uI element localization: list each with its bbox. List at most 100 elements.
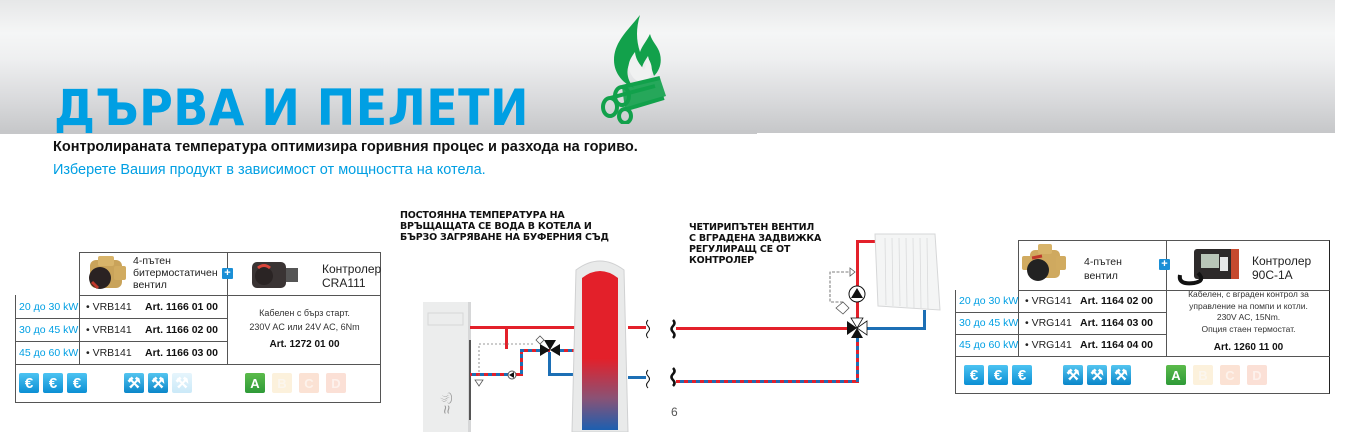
article-number: Art. 1166 03 00 (145, 347, 218, 359)
left-table-frame (15, 295, 381, 403)
page-title: ДЪРВА И ПЕЛЕТИ (54, 79, 529, 137)
description-line: Кабелен, с вграден контрол за (1188, 289, 1309, 299)
caption-line: БЪРЗО ЗАГРЯВАНЕ НА БУФЕРНИЯ СЪД (400, 232, 609, 243)
mixed-pipe (856, 333, 859, 383)
controller-name-line: CRA111 (322, 276, 366, 290)
controller-name-line: 90C-1A (1252, 268, 1293, 282)
power-range: 20 до 30 kW (19, 301, 79, 313)
left-table-row-line (15, 341, 227, 342)
intro-blue-text: Изберете Вашия продукт в зависимост от м… (53, 162, 486, 178)
installation-rating: ⚒ ⚒ ⚒ (124, 373, 192, 393)
energy-class-d: D (1247, 365, 1267, 385)
wrench-icon: ⚒ (1111, 365, 1131, 385)
description-line: Опция стаен термостат. (1201, 323, 1296, 334)
fire-wood-icon (601, 15, 666, 124)
caption-line: РЕГУЛИРАЩ СЕ ОТ (689, 244, 791, 255)
model-code: • VRB141 (86, 347, 132, 359)
right-table-header-box (1018, 240, 1330, 291)
page-number: 6 (671, 405, 678, 419)
left-table-divider-v1 (79, 295, 80, 364)
caption-line: ПОСТОЯННА ТЕМПЕРАТУРА НА (400, 210, 565, 221)
model-code: • VRG141 (1025, 295, 1072, 307)
left-controller-name: Контролер CRA111 (322, 262, 381, 290)
energy-class-b: B (1193, 365, 1213, 385)
control-line (478, 343, 535, 376)
wrench-icon: ⚒ (124, 373, 144, 393)
euro-icon: € (43, 373, 63, 393)
power-range: 45 до 60 kW (959, 339, 1019, 351)
right-table-divider-v2 (1166, 240, 1167, 356)
left-valve-name: 4-пътен битермостатичен вентил (133, 255, 218, 291)
hot-pipe (628, 326, 646, 329)
wrench-icon: ⚒ (148, 373, 168, 393)
energy-class-a: A (1166, 365, 1186, 385)
buffer-tank (571, 260, 629, 432)
banner-shadow (0, 130, 757, 134)
model-code: • VRG141 (1025, 339, 1072, 351)
energy-class-c: C (299, 373, 319, 393)
wrench-icon: ⚒ (1087, 365, 1107, 385)
diagram-caption-left: ПОСТОЯННА ТЕМПЕРАТУРА НА ВРЪЩАЩАТА СЕ ВО… (400, 210, 609, 243)
hot-pipe (856, 240, 859, 320)
left-valve-image (89, 256, 126, 290)
mixed-pipe (520, 349, 550, 352)
boiler: ≈♨ (423, 302, 471, 432)
description-line: 230V AC или 24V AC, 6Nm (249, 322, 360, 332)
control-line (829, 271, 850, 303)
article-number: Art. 1164 04 00 (1080, 339, 1153, 351)
sensor-icon (474, 379, 484, 387)
model-code: • VRB141 (86, 324, 132, 336)
right-table-frame (955, 290, 1330, 394)
cold-pipe (923, 310, 926, 330)
right-controller-image (1177, 249, 1239, 286)
energy-class-b: B (272, 373, 292, 393)
left-table-header-box (79, 252, 381, 296)
mixed-pipe (520, 351, 523, 376)
right-table-row-line (955, 312, 1166, 313)
controller-article-number: Art. 1260 11 00 (1213, 342, 1284, 353)
left-table-row-line (15, 318, 227, 319)
controller-article-number: Art. 1272 01 00 (269, 339, 340, 350)
diagram-caption-right: ЧЕТИРИПЪТЕН ВЕНТИЛ С ВГРАДЕНА ЗАДВИЖКА Р… (689, 222, 821, 266)
caption-line: КОНТРОЛЕР (689, 255, 754, 266)
model-code: • VRB141 (86, 301, 132, 313)
pump-arrow-icon (851, 288, 863, 298)
mixed-pipe (676, 380, 859, 383)
hot-pipe (856, 240, 878, 243)
right-table-row-line (955, 334, 1166, 335)
wrench-icon: ⚒ (172, 373, 192, 393)
power-range: 20 до 30 kW (959, 295, 1019, 307)
euro-icon: € (67, 373, 87, 393)
cold-pipe (866, 327, 926, 330)
energy-class-c: C (1220, 365, 1240, 385)
hot-pipe (676, 327, 848, 330)
power-range: 45 до 60 kW (19, 347, 79, 359)
valve-name-line: битермостатичен (133, 267, 218, 279)
pump-arrow-icon (509, 372, 514, 378)
euro-icon: € (1012, 365, 1032, 385)
left-table-divider-v2 (227, 252, 228, 364)
installation-rating: ⚒ ⚒ ⚒ (1063, 365, 1131, 385)
power-range: 30 до 45 kW (959, 317, 1019, 329)
wrench-icon: ⚒ (1063, 365, 1083, 385)
right-valve-name: 4-пътен вентил (1084, 255, 1122, 283)
svg-text:≈♨: ≈♨ (439, 391, 456, 414)
price-rating: € € € (964, 365, 1032, 385)
description-line: управление на помпи и котли. (1189, 300, 1308, 311)
cold-pipe (628, 376, 646, 379)
energy-class-a: A (245, 373, 265, 393)
caption-line: С ВГРАДЕНА ЗАДВИЖКА (689, 233, 822, 244)
euro-icon: € (19, 373, 39, 393)
description-line: Кабелен с бърз старт. (259, 308, 350, 318)
energy-class-rating: A B C D (1166, 365, 1267, 385)
left-controller-image (252, 262, 298, 288)
intro-bold-text: Контролираната температура оптимизира го… (53, 139, 638, 155)
energy-class-d: D (326, 373, 346, 393)
hot-pipe (470, 326, 576, 329)
power-range: 30 до 45 kW (19, 324, 79, 336)
price-rating: € € € (19, 373, 87, 393)
right-controller-name: Контролер 90C-1A (1252, 254, 1311, 282)
article-number: Art. 1164 02 00 (1080, 295, 1153, 307)
model-code: • VRG141 (1025, 317, 1072, 329)
cold-pipe (548, 352, 551, 374)
